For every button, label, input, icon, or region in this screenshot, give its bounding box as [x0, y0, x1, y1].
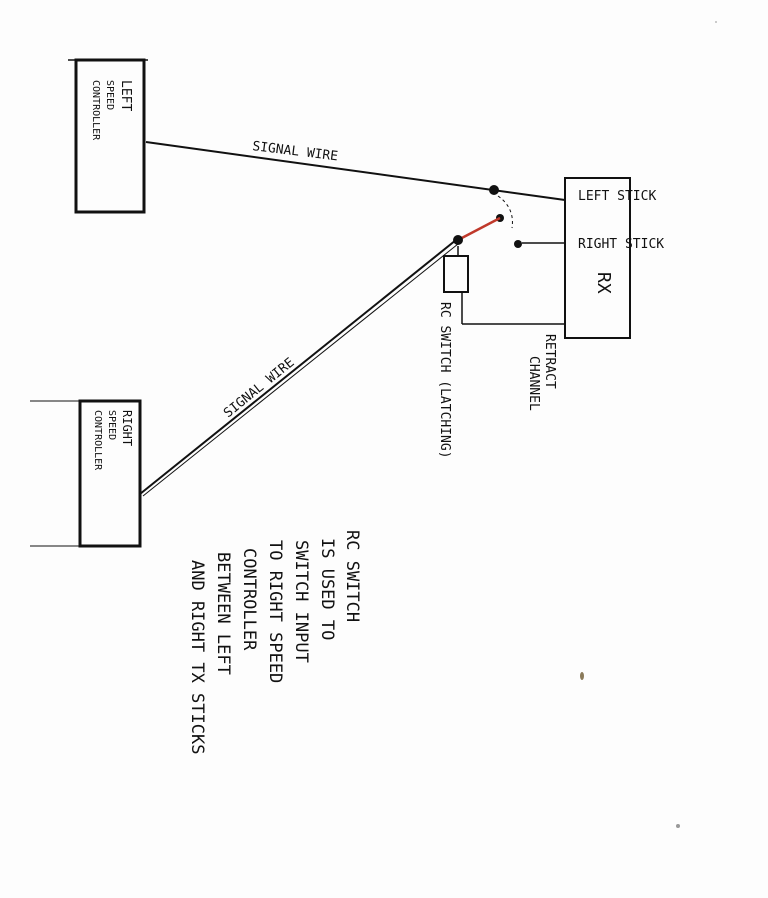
- note-line-5: CONTROLLER: [239, 548, 259, 651]
- left-stick-label: LEFT STICK: [578, 189, 656, 204]
- note-line-6: BETWEEN LEFT: [213, 552, 233, 675]
- rc-switch-module: RC SWITCH (LATCHING): [437, 246, 565, 459]
- left-controller-label-line-1: LEFT: [118, 80, 133, 111]
- upper-signal-wire: [145, 141, 566, 201]
- right-controller-label-line-1: RIGHT: [120, 410, 134, 446]
- note-line-1: RC SWITCH: [342, 530, 362, 622]
- retract-channel-label-line-2: CHANNEL: [526, 356, 541, 411]
- paper-specks: [580, 21, 717, 828]
- left-stick-contact: [489, 185, 499, 195]
- explanatory-note: RC SWITCH IS USED TO SWITCH INPUT TO RIG…: [187, 530, 362, 754]
- left-controller-label-line-3: CONTROLLER: [90, 80, 101, 141]
- signal-wires: SIGNAL WIRE SIGNAL WIRE: [139, 139, 566, 497]
- receiver: LEFT STICK RIGHT STICK RX: [564, 177, 664, 339]
- left-speed-controller: LEFT SPEED CONTROLLER: [68, 58, 148, 214]
- switch-common-contact: [453, 235, 463, 245]
- switch-throw-arc: [497, 195, 513, 229]
- note-line-4: TO RIGHT SPEED: [265, 540, 285, 683]
- note-line-7: AND RIGHT TX STICKS: [187, 560, 207, 754]
- right-speed-controller: RIGHT SPEED CONTROLLER: [30, 399, 142, 548]
- switch-arm: [457, 216, 501, 242]
- upper-signal-wire-label: SIGNAL WIRE: [252, 139, 339, 164]
- receiver-label: RX: [593, 272, 614, 294]
- left-controller-label-line-2: SPEED: [104, 80, 115, 110]
- retract-channel-label: RETRACT CHANNEL: [526, 334, 557, 411]
- right-controller-box: [78, 399, 142, 548]
- left-controller-box: [74, 58, 146, 214]
- rc-switch-label: RC SWITCH (LATCHING): [437, 302, 452, 459]
- right-stick-label: RIGHT STICK: [578, 237, 664, 252]
- rc-switch-box: [443, 255, 469, 293]
- right-controller-label-line-2: SPEED: [106, 410, 117, 440]
- right-controller-label-line-3: CONTROLLER: [92, 410, 103, 471]
- switch-contacts: [453, 185, 565, 248]
- note-line-3: SWITCH INPUT: [291, 540, 311, 663]
- retract-channel-label-line-1: RETRACT: [542, 334, 557, 389]
- lower-signal-wire-second-stroke: [142, 243, 459, 497]
- paper-speck: [676, 824, 680, 828]
- paper-speck: [580, 672, 584, 680]
- lower-signal-wire-label: SIGNAL WIRE: [221, 355, 297, 421]
- right-stick-contact: [514, 240, 522, 248]
- lower-signal-wire: [139, 239, 457, 495]
- note-line-2: IS USED TO: [317, 538, 337, 640]
- paper-speck: [715, 21, 717, 23]
- receiver-box: [564, 177, 631, 339]
